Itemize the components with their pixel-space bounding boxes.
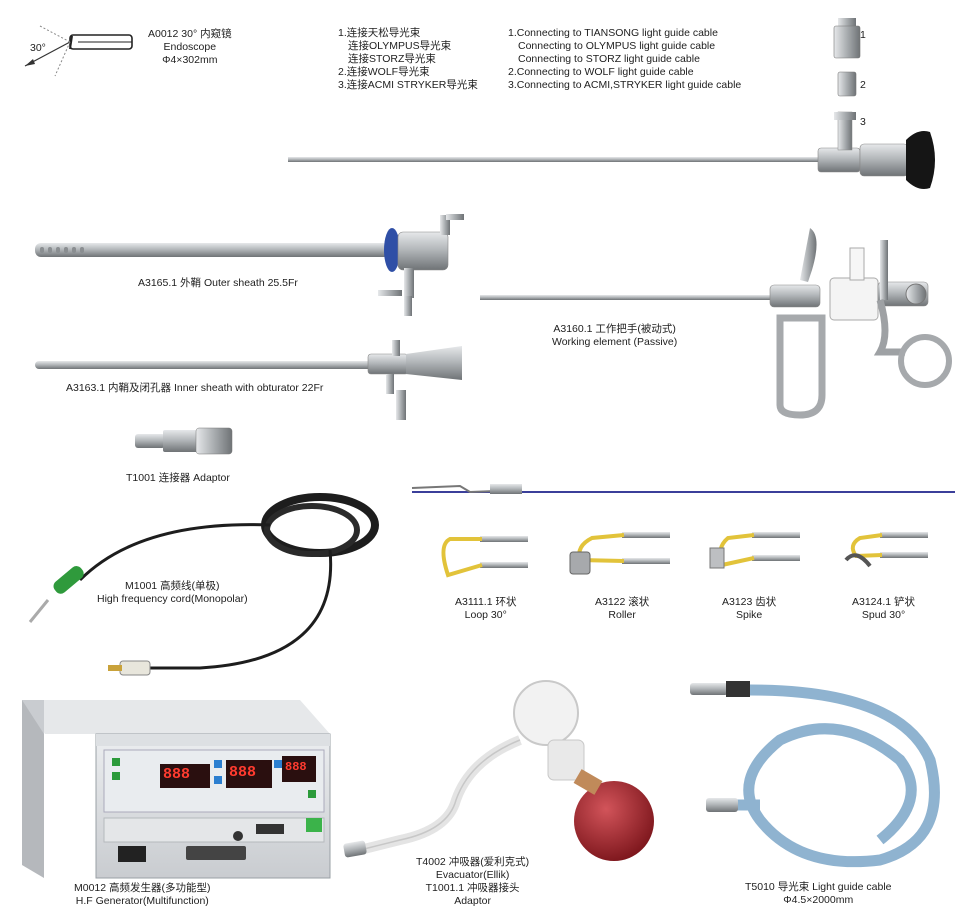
- outer-sheath-label: A3165.1 外鞘 Outer sheath 25.5Fr: [138, 277, 298, 289]
- evacuator-adaptor-code: T1001.1 冲吸器接头: [425, 882, 520, 894]
- electrode-spike-code: A3123 齿状: [722, 596, 777, 608]
- connection-cn-item: 连接OLYMPUS导光束: [348, 40, 452, 52]
- resection-electrode-rod: [411, 484, 955, 494]
- cord-code: M1001 高频线(单极): [125, 580, 220, 592]
- outer-sheath: [35, 214, 464, 316]
- cord-label: M1001 高频线(单极) High frequency cord(Monopo…: [97, 580, 248, 606]
- connection-en-item: 2.Connecting to WOLF light guide cable: [508, 66, 694, 78]
- light-cable-size: Φ4.5×2000mm: [783, 894, 854, 906]
- endoscope-angle-icon: [24, 25, 133, 77]
- endoscope-name: Endoscope: [163, 41, 217, 53]
- light-guide-adapter-1-icon: [833, 18, 861, 59]
- inner-sheath-with-obturator: [35, 340, 462, 420]
- connection-en-item: Connecting to STORZ light guide cable: [518, 53, 700, 65]
- adapter-number-2: 2: [860, 79, 866, 91]
- generator-display-1: 888: [163, 766, 191, 783]
- endoscope-size: Φ4×302mm: [162, 54, 218, 66]
- endoscope-angle-label: 30°: [30, 42, 46, 55]
- electrode-loop-name: Loop 30°: [464, 609, 507, 621]
- connection-cn-item: 1.连接天松导光束: [338, 27, 421, 39]
- endoscope-label: A0012 30° 内窥镜 Endoscope Φ4×302mm: [148, 28, 232, 67]
- evacuator-code: T4002 冲吸器(爱利克式): [416, 856, 530, 868]
- connection-en-item: Connecting to OLYMPUS light guide cable: [518, 40, 716, 52]
- electrode-loop-code: A3111.1 环状: [455, 596, 517, 608]
- evacuator-label: T4002 冲吸器(爱利克式) Evacuator(Ellik) T1001.1…: [416, 856, 529, 908]
- electrode-spud-icon: [844, 532, 928, 568]
- adaptor-label: T1001 连接器 Adaptor: [126, 472, 230, 484]
- connection-cn-item: 连接STORZ导光束: [348, 53, 436, 65]
- generator-display-2: 888: [229, 764, 257, 781]
- generator-display-3: 888: [285, 760, 307, 774]
- connection-en-item: 3.Connecting to ACMI,STRYKER light guide…: [508, 79, 742, 91]
- hf-cord-monopolar: [28, 493, 379, 676]
- electrode-spud-name: Spud 30°: [861, 609, 906, 621]
- angle-text: 30°: [30, 42, 46, 54]
- inner-sheath-label: A3163.1 内鞘及闭孔器 Inner sheath with obturat…: [66, 382, 324, 394]
- working-element-label: A3160.1 工作把手(被动式) Working element (Passi…: [552, 323, 677, 349]
- electrode-spike-name: Spike: [736, 609, 763, 621]
- light-guide-adapter-2-icon: [837, 71, 857, 97]
- adapter-number-3: 3: [860, 116, 866, 128]
- evacuator-name: Evacuator(Ellik): [435, 869, 510, 881]
- connection-en-item: 1.Connecting to TIANSONG light guide cab…: [508, 27, 718, 39]
- electrode-spud-code: A3124.1 铲状: [852, 596, 916, 608]
- working-element-code: A3160.1 工作把手(被动式): [553, 323, 676, 335]
- evacuator-adaptor-name: Adaptor: [454, 895, 491, 907]
- light-cable-code: T5010 导光束 Light guide cable: [745, 881, 892, 893]
- endoscope-code: A0012 30° 内窥镜: [148, 28, 232, 40]
- electrode-roller-name: Roller: [608, 609, 636, 621]
- electrode-roller-code: A3122 滚状: [595, 596, 650, 608]
- electrode-loop-icon: [441, 536, 528, 578]
- hf-generator: [22, 700, 331, 879]
- endoscope-telescope: [288, 111, 935, 189]
- light-cable-label: T5010 导光束 Light guide cable Φ4.5×2000mm: [745, 881, 892, 907]
- connections-cn-list: 1.连接天松导光束 连接OLYMPUS导光束 连接STORZ导光束 2.连接WO…: [338, 27, 478, 92]
- electrode-spud-label: A3124.1 铲状 Spud 30°: [852, 596, 915, 622]
- generator-name: H.F Generator(Multifunction): [75, 895, 209, 907]
- light-guide-cable: [690, 681, 940, 868]
- electrode-spike-label: A3123 齿状 Spike: [722, 596, 776, 622]
- working-element: [480, 228, 952, 419]
- working-element-name: Working element (Passive): [552, 336, 678, 348]
- electrode-roller-label: A3122 滚状 Roller: [595, 596, 649, 622]
- evacuator-ellik: [343, 680, 654, 861]
- cord-name: High frequency cord(Monopolar): [97, 593, 248, 605]
- generator-code: M0012 高频发生器(多功能型): [74, 882, 211, 894]
- generator-label: M0012 高频发生器(多功能型) H.F Generator(Multifun…: [74, 882, 211, 908]
- connection-cn-item: 2.连接WOLF导光束: [338, 66, 430, 78]
- connections-en-list: 1.Connecting to TIANSONG light guide cab…: [508, 27, 741, 92]
- adaptor-connector: [135, 427, 233, 455]
- electrode-loop-label: A3111.1 环状 Loop 30°: [455, 596, 516, 622]
- electrode-spike-icon: [709, 532, 800, 569]
- connection-cn-item: 3.连接ACMI STRYKER导光束: [338, 79, 478, 91]
- electrode-roller-icon: [569, 532, 670, 575]
- adapter-number-1: 1: [860, 29, 866, 41]
